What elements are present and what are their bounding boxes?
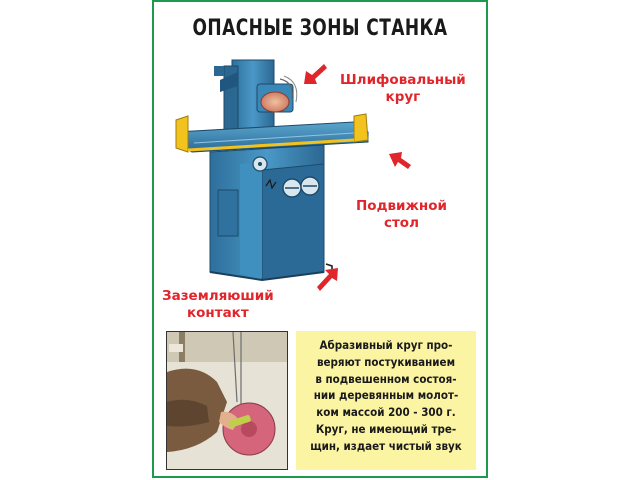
arrow-ground-contact: [317, 268, 338, 291]
caption-line: веряют постукиванием: [316, 354, 456, 369]
caption-line: Круг, не имеющий тре-: [315, 421, 457, 436]
wheel-tapping-photo: [166, 331, 288, 470]
caption-line: ком массой 200 - 300 г.: [316, 405, 456, 420]
wheel-head: [256, 75, 298, 113]
caption-line: в подвешенном состоя-: [315, 371, 457, 386]
grinding-wheel: [260, 91, 290, 113]
poster-title: ОПАСНЫЕ ЗОНЫ СТАНКА: [192, 16, 448, 41]
caption-box: Абразивный круг про- веряют постукивание…: [296, 331, 476, 470]
arrow-moving-table: [389, 152, 411, 169]
caption-line: Абразивный круг про-: [319, 338, 453, 352]
machine-base: [209, 144, 333, 281]
caption-line: нии деревянным молот-: [313, 388, 459, 403]
safety-poster: ОПАСНЫЕ ЗОНЫ СТАНКА: [152, 0, 488, 478]
moving-table: [175, 113, 369, 153]
label-moving-table: Подвижной стол: [356, 198, 447, 231]
arrow-grinding-wheel: [304, 64, 327, 84]
label-ground-contact: Заземляюший контакт: [162, 288, 274, 321]
grinding-machine-illustration: [175, 59, 411, 291]
label-grinding-wheel: Шлифовальный круг: [340, 72, 466, 105]
caption-line: щин, издает чистый звук: [310, 438, 462, 453]
